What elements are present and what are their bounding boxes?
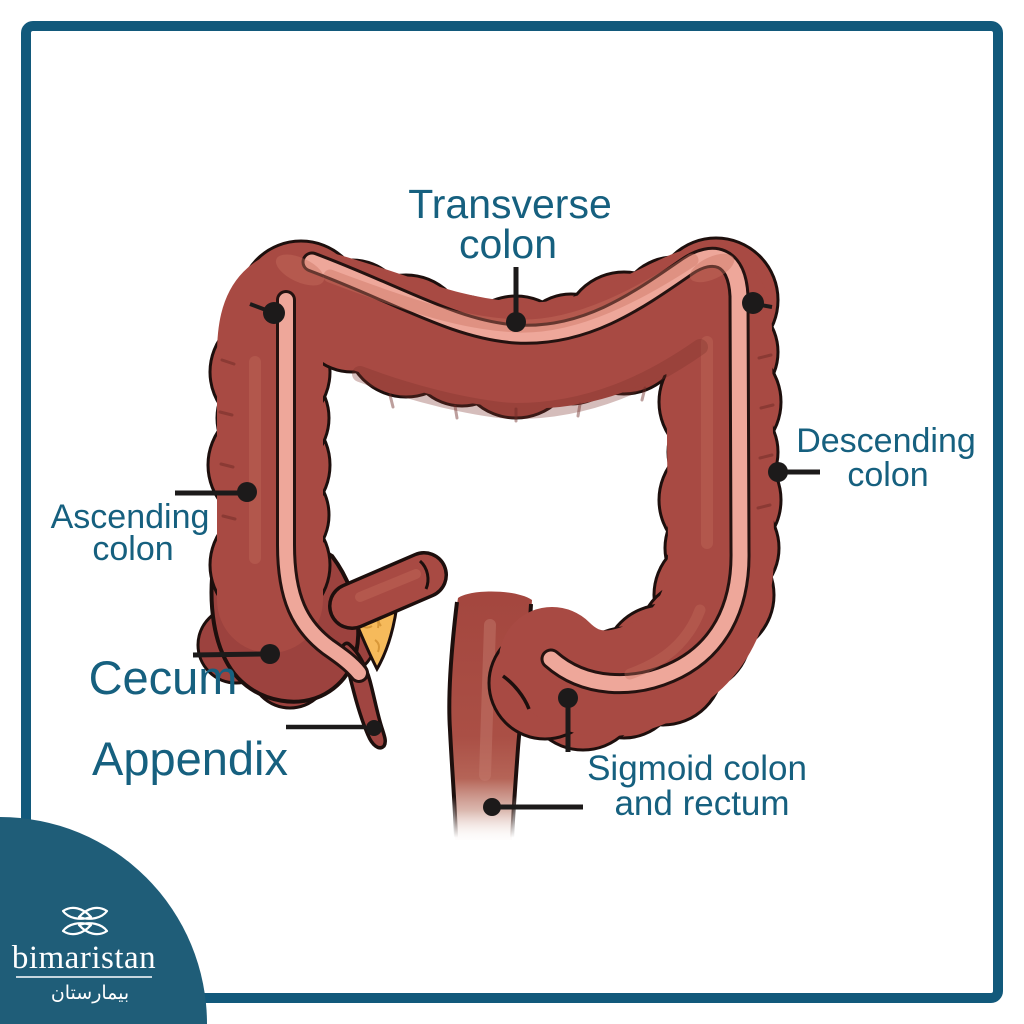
- label-appendix: Appendix: [92, 732, 288, 785]
- logo-background-circle: [0, 817, 207, 1024]
- label-descending-colon-line2: colon: [847, 456, 928, 494]
- annotations: [175, 267, 820, 816]
- taenia-stripes: [276, 246, 751, 695]
- descending-colon-annotation: [768, 462, 820, 482]
- sigmoid-annotation: [483, 688, 583, 816]
- sigmoid-marker-dot: [558, 688, 578, 708]
- cecum-annotation: [192, 644, 280, 664]
- frame-border: [21, 21, 1003, 1003]
- appendix-marker-dot: [366, 720, 382, 736]
- label-ascending-colon-line1: Ascending: [51, 498, 210, 536]
- transverse-marker-dot: [506, 312, 526, 332]
- brand-logo: bimaristan بيمارستان: [0, 817, 207, 1024]
- label-ascending-colon-line2: colon: [92, 530, 173, 568]
- label-descending-colon-line1: Descending: [796, 422, 976, 460]
- hepatic-flexure-marker: [249, 302, 285, 324]
- ascending-colon-annotation: [175, 482, 257, 502]
- label-sigmoid-line1: Sigmoid colon: [587, 749, 807, 788]
- logo-brand-text: bimaristan: [12, 940, 156, 976]
- rectum-marker-dot: [483, 798, 501, 816]
- splenic-flexure-marker: [742, 292, 773, 314]
- ascending-marker-dot: [237, 482, 257, 502]
- sigmoid-rectum-crease: [501, 674, 531, 710]
- label-transverse-colon-line2: colon: [459, 221, 557, 267]
- labels: Transverse colon Descending colon Ascend…: [51, 181, 976, 823]
- label-cecum: Cecum: [89, 651, 238, 704]
- appendix-annotation: [286, 720, 382, 736]
- transverse-colon-annotation: [506, 267, 526, 332]
- cecum-leader-line: [192, 651, 263, 658]
- cecum-marker-dot: [260, 644, 280, 664]
- label-sigmoid-line2: and rectum: [614, 784, 789, 823]
- butterfly-leaves-icon: [61, 906, 109, 936]
- ileum-shape: [328, 551, 448, 630]
- descending-marker-dot: [768, 462, 788, 482]
- label-transverse-colon-line1: Transverse: [408, 181, 612, 227]
- logo-brand-arabic-text: بيمارستان: [51, 982, 129, 1004]
